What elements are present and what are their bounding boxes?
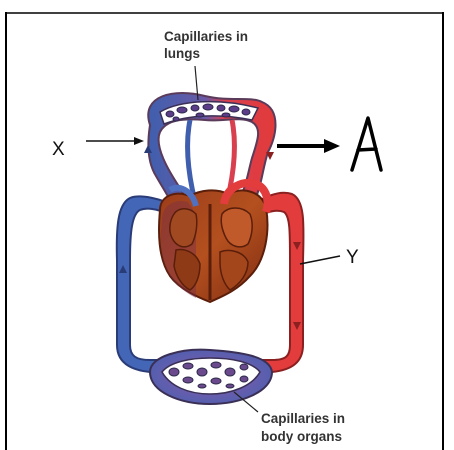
- label-y: Y: [346, 247, 359, 268]
- body-caption-line2: body organs: [261, 429, 342, 444]
- body-caption-line1: Capillaries in: [261, 411, 345, 426]
- lungs-caption-line2: lungs: [164, 46, 200, 61]
- heart: [159, 183, 268, 302]
- body-capillary-network: [150, 350, 272, 404]
- lungs-caption-line1: Capillaries in: [164, 29, 248, 44]
- y-leader-line: [300, 256, 340, 264]
- handwritten-a-mark: A: [352, 118, 389, 185]
- label-x: X: [52, 139, 65, 160]
- x-arrow-head: [134, 137, 144, 145]
- a-arrow-head: [324, 139, 340, 153]
